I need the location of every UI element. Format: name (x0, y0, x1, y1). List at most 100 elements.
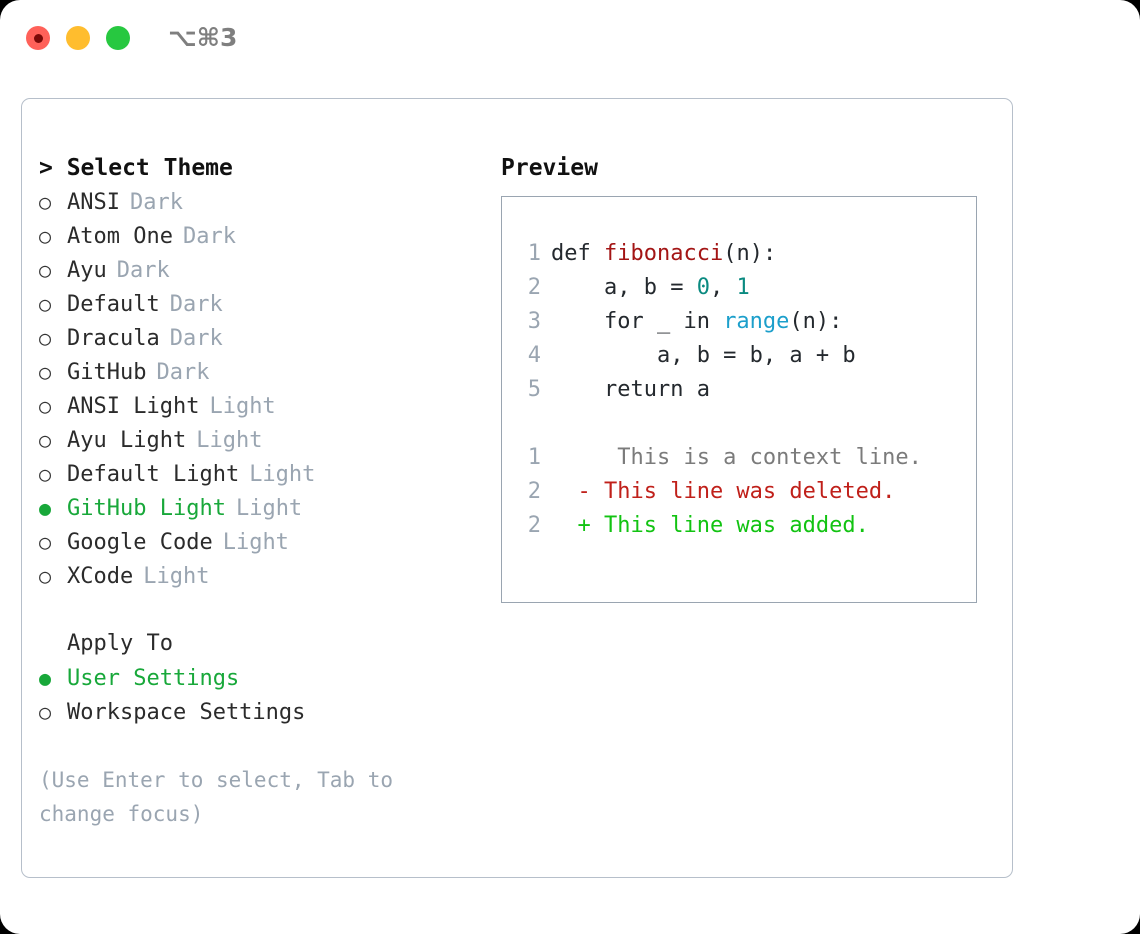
maximize-button[interactable] (106, 26, 130, 50)
code-token-call: range (723, 309, 790, 334)
theme-option-6[interactable]: ○ ANSI Light Light (39, 389, 479, 423)
code-token-plain: (n): (789, 309, 843, 334)
code-line-number: 5 (527, 377, 541, 402)
code-token-func: fibonacci (603, 241, 724, 266)
theme-option-0[interactable]: ○ ANSI Dark (39, 185, 479, 219)
diff-line-text: This is a context line. (551, 445, 922, 470)
theme-option-variant: Light (196, 428, 263, 453)
code-line-number: 1 (527, 241, 541, 266)
theme-option-variant: Light (235, 496, 303, 521)
theme-option-label: GitHub (67, 360, 147, 385)
code-token-plain: a, b = b, a + b (551, 343, 856, 368)
theme-option-label: Google Code (67, 530, 213, 555)
diff-line-text: - This line was deleted. (551, 479, 896, 504)
theme-option-10[interactable]: ○ Google Code Light (39, 525, 479, 559)
theme-option-5[interactable]: ○ GitHub Dark (39, 355, 479, 389)
code-token-num: 1 (736, 275, 750, 300)
code-token-plain: def (551, 241, 604, 266)
apply-to-option-list[interactable]: ●User Settings ○ Workspace Settings (39, 661, 479, 729)
code-line-text: a, b = 0, 1 (551, 271, 750, 305)
code-token-plain: for _ in (551, 309, 724, 334)
apply-to-option-1[interactable]: ○ Workspace Settings (39, 695, 479, 729)
code-token-plain: return a (551, 377, 710, 402)
radio-unselected-icon: ○ (39, 530, 52, 554)
code-token-num: 0 (696, 275, 710, 300)
radio-unselected-icon: ○ (39, 360, 52, 384)
theme-option-2[interactable]: ○ Ayu Dark (39, 253, 479, 287)
theme-option-4[interactable]: ○ Dracula Dark (39, 321, 479, 355)
minimize-button[interactable] (66, 26, 90, 50)
theme-option-1[interactable]: ○ Atom One Dark (39, 219, 479, 253)
code-token-plain: (n): (723, 241, 777, 266)
code-line: 5 return a (515, 373, 922, 407)
code-token-plain: , (709, 275, 737, 300)
theme-option-variant: Dark (116, 258, 170, 283)
diff-line-number: 2 (527, 479, 541, 504)
theme-option-variant: Dark (156, 360, 210, 385)
code-line-number: 4 (527, 343, 541, 368)
diff-line-text: + This line was added. (551, 513, 869, 538)
theme-option-label: Ayu Light (67, 428, 187, 453)
close-button[interactable] (26, 26, 50, 50)
theme-option-variant: Light (222, 530, 289, 555)
code-line-text: return a (551, 373, 710, 407)
code-line-text: a, b = b, a + b (551, 339, 856, 373)
theme-option-variant: Light (209, 394, 276, 419)
code-line: 3 for _ in range(n): (515, 305, 922, 339)
diff-line-ctx: 1 This is a context line. (515, 441, 922, 475)
theme-option-label: ANSI Light (67, 394, 200, 419)
theme-option-label: Default (67, 292, 160, 317)
radio-selected-icon: ● (39, 496, 52, 520)
radio-unselected-icon: ○ (39, 190, 52, 214)
theme-option-8[interactable]: ○ Default Light Light (39, 457, 479, 491)
title-bar: ⌥⌘3 (0, 0, 1140, 78)
code-line-text: def fibonacci(n): (551, 237, 776, 271)
radio-unselected-icon: ○ (39, 258, 52, 282)
theme-option-variant: Light (143, 564, 210, 589)
code-blank-separator (515, 407, 922, 441)
code-line: 4 a, b = b, a + b (515, 339, 922, 373)
theme-option-label: Ayu (67, 258, 107, 283)
diff-line-number: 1 (527, 445, 541, 470)
radio-unselected-icon: ○ (39, 428, 52, 452)
window-controls (26, 26, 130, 50)
theme-option-variant: Light (249, 462, 316, 487)
theme-option-label: Dracula (67, 326, 160, 351)
code-line: 2 a, b = 0, 1 (515, 271, 922, 305)
theme-option-variant: Dark (129, 190, 183, 215)
theme-option-label: Atom One (67, 224, 173, 249)
theme-option-variant: Dark (169, 326, 223, 351)
radio-unselected-icon: ○ (39, 462, 52, 486)
theme-option-label: GitHub Light (67, 496, 226, 521)
radio-selected-icon: ● (39, 666, 52, 690)
theme-option-label: Default Light (67, 462, 240, 487)
radio-unselected-icon: ○ (39, 700, 52, 724)
code-line-number: 3 (527, 309, 541, 334)
code-line-number: 2 (527, 275, 541, 300)
keyboard-shortcut-label: ⌥⌘3 (168, 23, 238, 52)
radio-unselected-icon: ○ (39, 224, 52, 248)
radio-unselected-icon: ○ (39, 326, 52, 350)
theme-option-label: XCode (67, 564, 134, 589)
keyboard-hint-text: (Use Enter to select, Tab to change focu… (39, 768, 394, 826)
theme-option-9[interactable]: ● GitHub Light Light (39, 491, 479, 525)
code-line: 1 def fibonacci(n): (515, 237, 922, 271)
radio-unselected-icon: ○ (39, 292, 52, 316)
apply-to-option-label: Workspace Settings (67, 700, 306, 725)
theme-option-variant: Dark (169, 292, 223, 317)
apply-to-option-0[interactable]: ●User Settings (39, 661, 479, 695)
code-token-plain: a, b = (551, 275, 697, 300)
theme-option-3[interactable]: ○ Default Dark (39, 287, 479, 321)
radio-unselected-icon: ○ (39, 394, 52, 418)
theme-option-label: ANSI (67, 190, 120, 215)
theme-option-7[interactable]: ○ Ayu Light Light (39, 423, 479, 457)
code-line-text: for _ in range(n): (551, 305, 842, 339)
theme-option-variant: Dark (182, 224, 236, 249)
